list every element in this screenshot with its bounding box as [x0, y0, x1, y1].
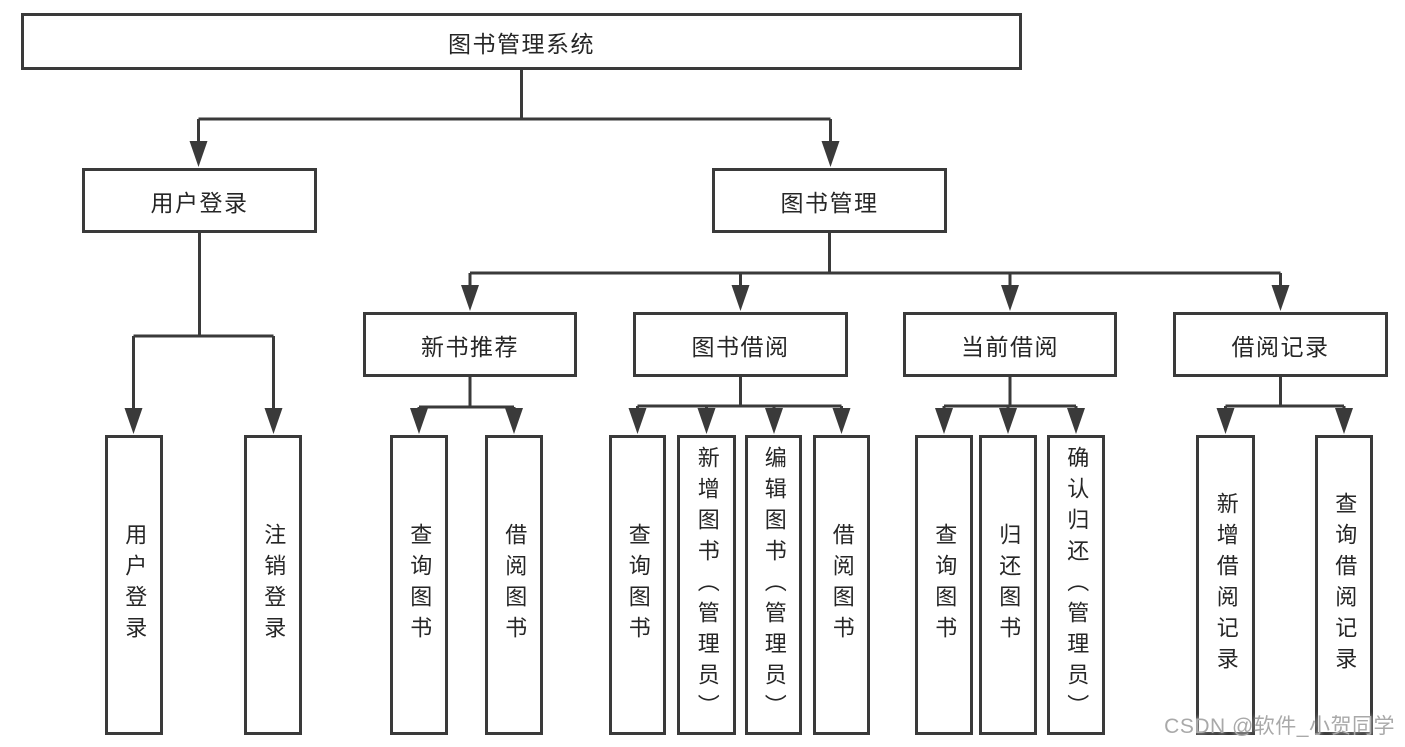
node-book-management: 图书管理 — [712, 168, 947, 233]
connector-user-login-to-leaves — [132, 233, 275, 412]
node-leaf-borrow-books-recommend: 借阅图书 — [485, 435, 543, 735]
node-leaf-confirm-return-admin: 确认归还（管理员） — [1047, 435, 1105, 735]
node-root: 图书管理系统 — [21, 13, 1022, 70]
node-leaf-borrow-books: 借阅图书 — [813, 435, 870, 735]
node-leaf-add-books-admin: 新增图书（管理员） — [677, 435, 736, 735]
node-leaf-edit-books-admin: 编辑图书（管理员） — [745, 435, 802, 735]
node-leaf-query-books-recommend: 查询图书 — [390, 435, 448, 735]
arrowheads — [124, 141, 1353, 434]
node-leaf-user-login: 用户登录 — [105, 435, 163, 735]
watermark: CSDN @软件_小贺同学 — [1164, 715, 1395, 738]
connector-root-to-level2 — [197, 70, 832, 145]
node-leaf-add-borrow-record: 新增借阅记录 — [1196, 435, 1255, 735]
connector-book-borrow-to-leaves — [636, 377, 843, 414]
node-leaf-query-borrow-record: 查询借阅记录 — [1315, 435, 1373, 735]
node-leaf-query-books-current: 查询图书 — [915, 435, 973, 735]
node-new-book-recommend: 新书推荐 — [363, 312, 577, 377]
connector-book-management-to-level3 — [468, 233, 1282, 290]
node-current-borrow: 当前借阅 — [903, 312, 1117, 377]
connector-borrow-records-to-leaves — [1224, 377, 1346, 414]
node-book-borrow: 图书借阅 — [633, 312, 848, 377]
node-leaf-logout: 注销登录 — [244, 435, 302, 735]
connector-paths — [132, 70, 1346, 414]
connector-new-book-to-leaves — [417, 377, 516, 414]
node-leaf-return-books: 归还图书 — [979, 435, 1037, 735]
node-borrow-records: 借阅记录 — [1173, 312, 1388, 377]
node-leaf-query-books-borrow: 查询图书 — [609, 435, 666, 735]
node-user-login: 用户登录 — [82, 168, 317, 233]
